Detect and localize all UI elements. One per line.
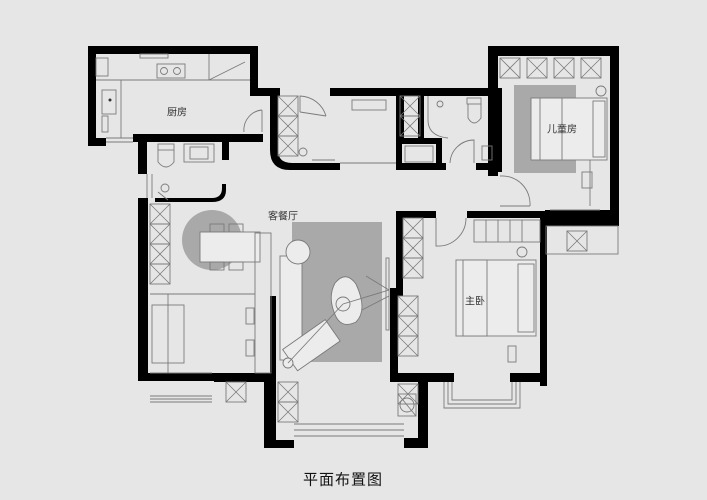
entry-fixtures bbox=[277, 95, 421, 164]
room-label-kids-room: 儿童房 bbox=[547, 124, 577, 136]
living-dining-fixtures bbox=[149, 203, 419, 437]
plan-caption: 平面布置图 bbox=[302, 470, 384, 489]
kitchen-fixtures bbox=[95, 53, 263, 143]
walls bbox=[88, 46, 619, 448]
bathroom-2-fixtures bbox=[404, 96, 493, 164]
room-label-kitchen: 厨房 bbox=[167, 107, 187, 119]
room-label-living-dining: 客餐厅 bbox=[268, 211, 298, 223]
room-label-master-bedroom: 主卧 bbox=[465, 296, 485, 308]
master-bedroom-fixtures bbox=[397, 217, 541, 417]
bathroom-1-fixtures bbox=[146, 143, 215, 201]
kids-room-fixtures bbox=[499, 57, 619, 255]
